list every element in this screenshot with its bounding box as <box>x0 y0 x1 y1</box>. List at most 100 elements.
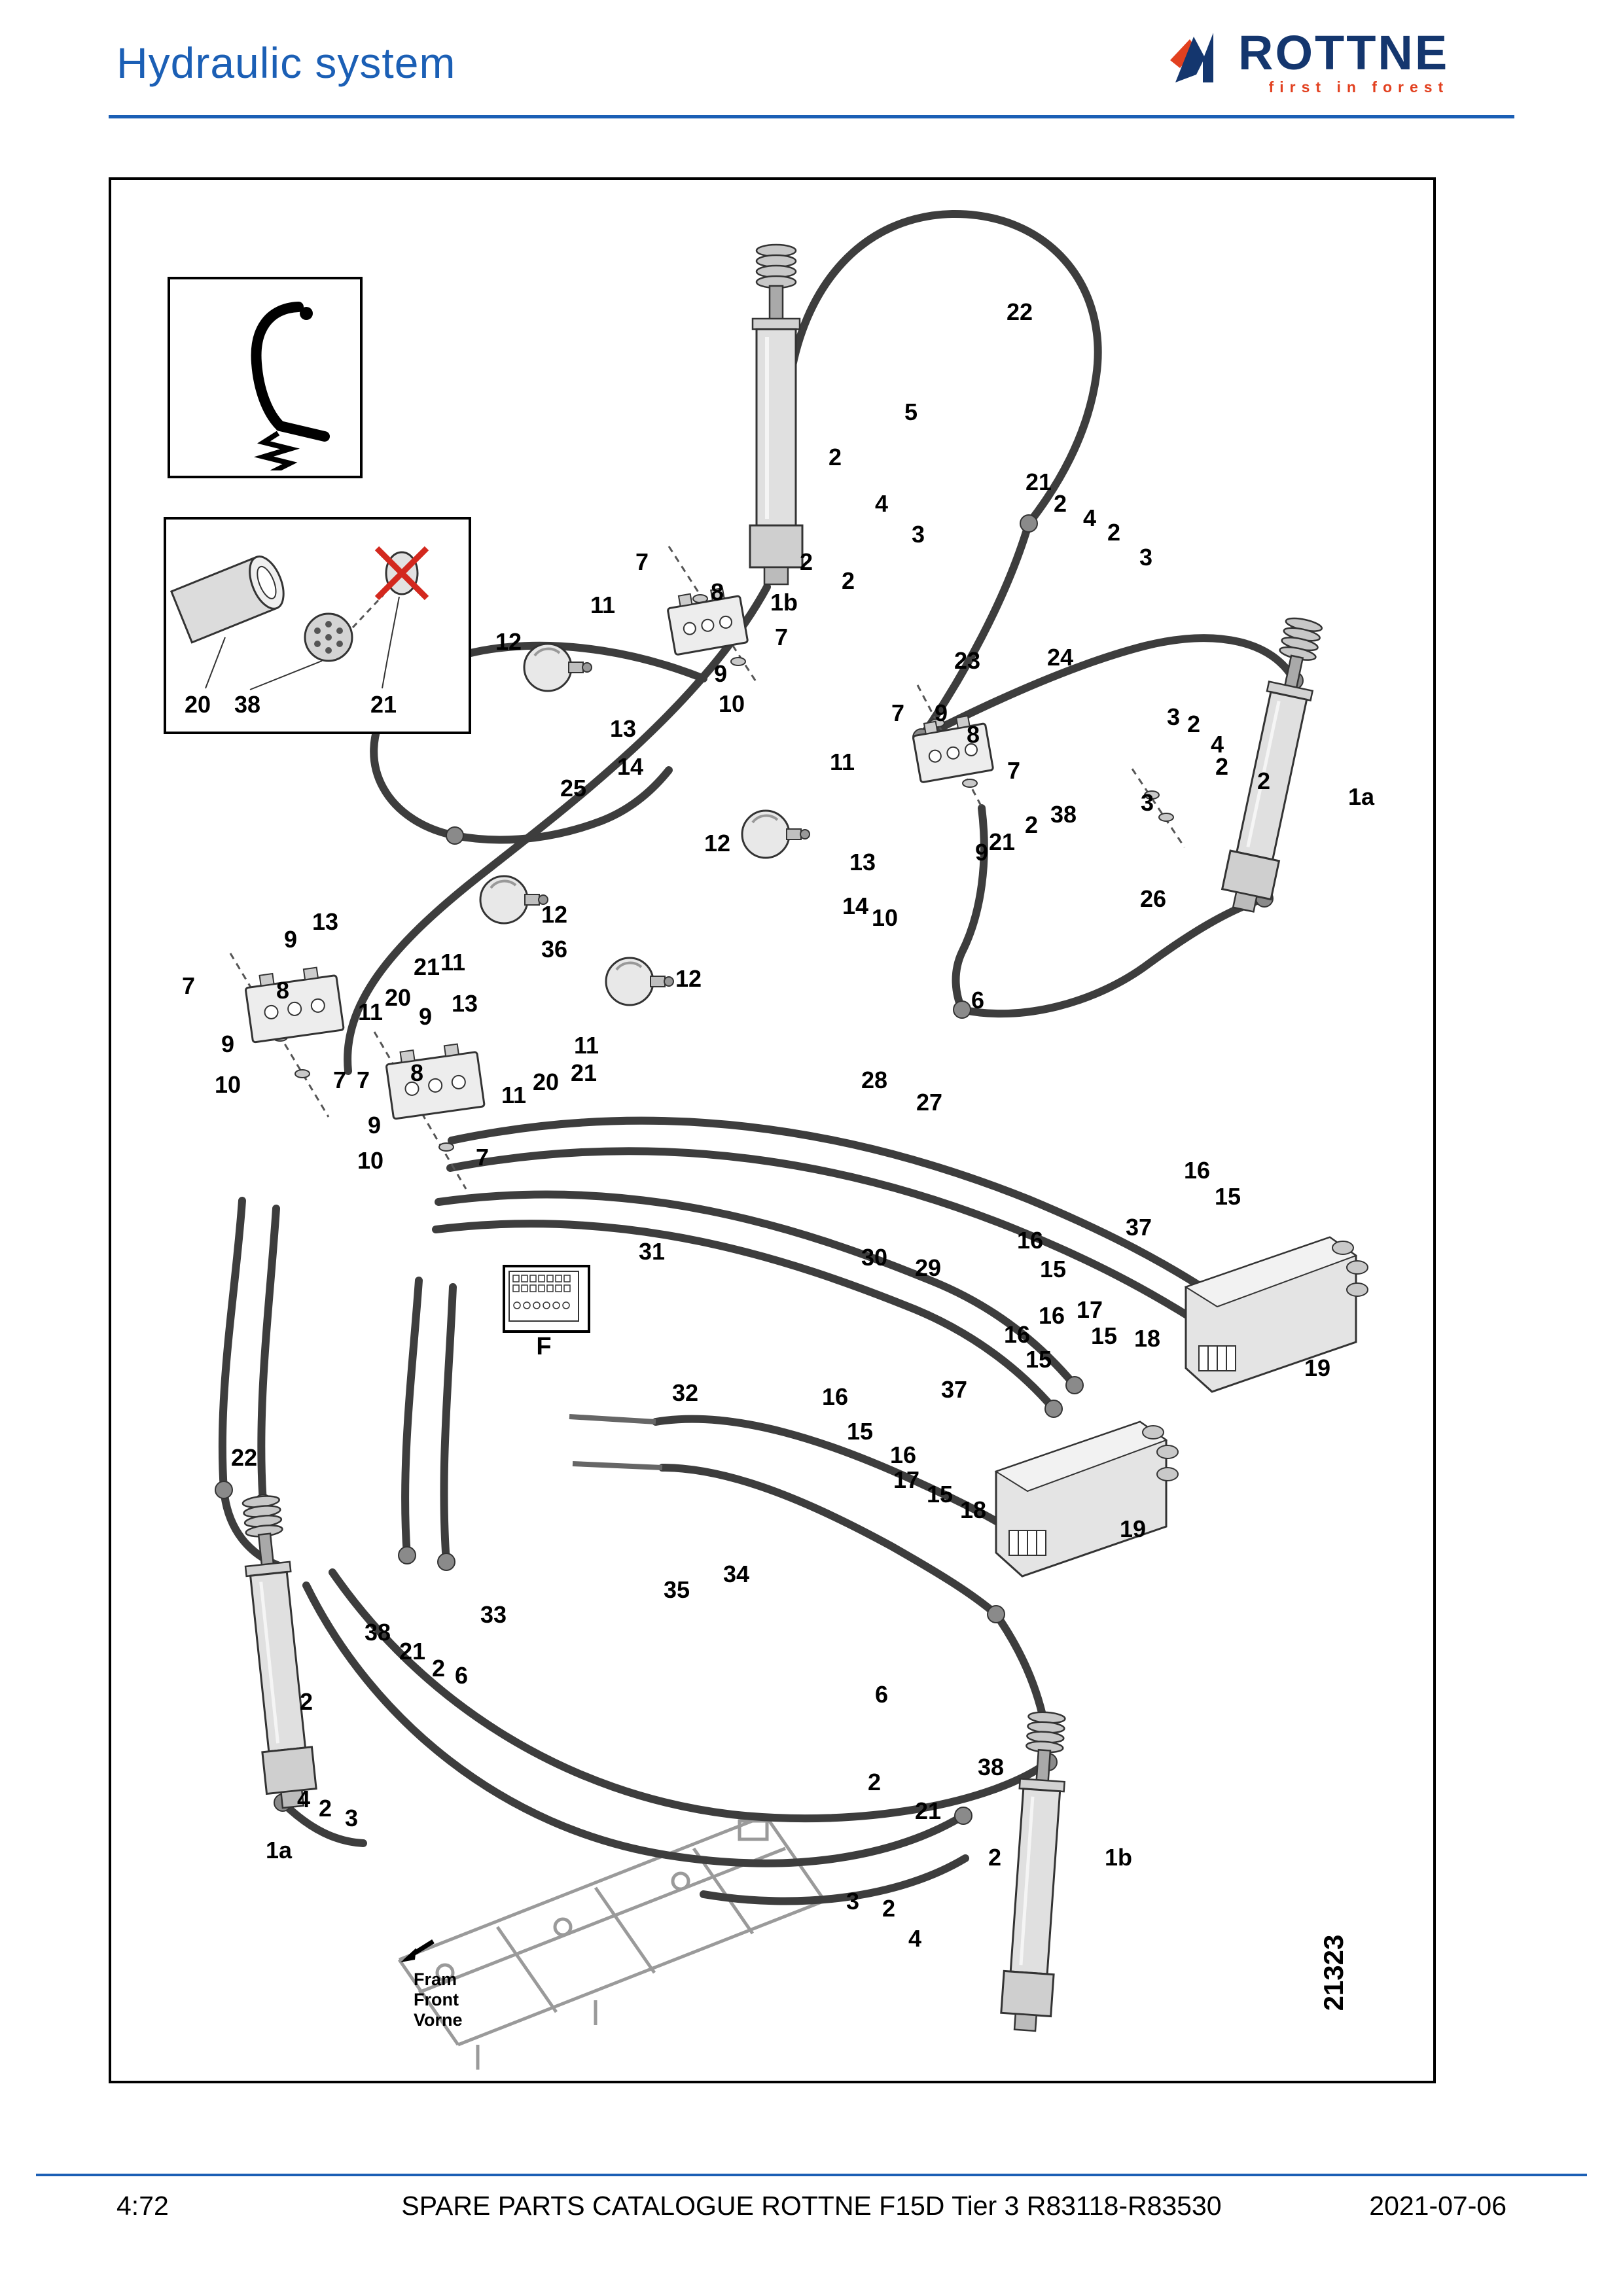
part-callout-15: 15 <box>1025 1346 1052 1373</box>
part-callout-21: 21 <box>570 1059 597 1086</box>
part-callout-9: 9 <box>221 1031 235 1057</box>
part-callout-8: 8 <box>410 1059 424 1086</box>
direction-label-sv: Fram <box>414 1969 457 1989</box>
part-callout-8: 8 <box>276 977 290 1004</box>
seat-icon <box>251 302 330 475</box>
part-callout-30: 30 <box>861 1244 888 1271</box>
part-callout-10: 10 <box>871 904 899 931</box>
part-callout-20: 20 <box>384 984 412 1011</box>
part-callout-15: 15 <box>926 1481 954 1508</box>
front-arrow-icon <box>401 1939 435 1962</box>
part-callout-19: 19 <box>1119 1515 1147 1542</box>
part-callout-38: 38 <box>1050 801 1077 828</box>
part-callout-17: 17 <box>1076 1296 1103 1323</box>
part-callout-15: 15 <box>1090 1322 1118 1349</box>
part-callout-7: 7 <box>774 624 789 650</box>
chassis-frame <box>397 1814 827 2070</box>
part-callout-18: 18 <box>959 1496 987 1523</box>
part-callout-10: 10 <box>214 1071 241 1098</box>
part-callout-23: 23 <box>954 647 981 674</box>
part-callout-13: 13 <box>312 908 339 935</box>
rigid-pipes <box>569 1414 663 1470</box>
part-callout-9: 9 <box>934 699 948 726</box>
part-callout-7: 7 <box>181 972 196 999</box>
part-callout-2: 2 <box>988 1844 1002 1871</box>
part-callout-36: 36 <box>541 936 568 963</box>
figure-number: 21323 <box>1318 1934 1349 2011</box>
valve-blocks <box>245 587 994 1120</box>
part-callout-20: 20 <box>532 1069 560 1095</box>
part-callout-18: 18 <box>1133 1325 1161 1352</box>
part-callout-2: 2 <box>1257 768 1271 794</box>
part-callout-11: 11 <box>501 1082 527 1108</box>
part-callout-17: 17 <box>893 1466 920 1493</box>
part-callout-16: 16 <box>1038 1302 1065 1329</box>
part-callout-37: 37 <box>1125 1214 1152 1241</box>
part-callout-1a: 1a <box>265 1837 293 1863</box>
bushing-parts-art <box>169 546 429 690</box>
direction-label-en: Front <box>414 1990 459 2010</box>
footer-page-number: 4:72 <box>116 2191 169 2221</box>
part-callout-38: 38 <box>977 1754 1005 1780</box>
logo-tagline: first in forest <box>1268 79 1450 96</box>
part-callout-7: 7 <box>356 1067 370 1093</box>
part-callout-15: 15 <box>1214 1183 1241 1210</box>
part-callout-3: 3 <box>911 521 925 548</box>
part-callout-9: 9 <box>283 926 298 953</box>
rottne-logo-icon <box>1169 29 1229 92</box>
footer-date: 2021-07-06 <box>1369 2191 1507 2221</box>
bushing-parts-inset: 20 38 21 <box>164 517 471 734</box>
connector-f-box <box>503 1265 590 1333</box>
part-callout-11: 11 <box>440 949 466 976</box>
rottne-logo: ROTTNE first in forest <box>1169 29 1449 96</box>
part-callout-4: 4 <box>1210 731 1224 758</box>
inset-part-label-38: 38 <box>234 691 261 718</box>
part-callout-16: 16 <box>1003 1321 1031 1348</box>
part-callout-32: 32 <box>671 1379 699 1406</box>
part-callout-9: 9 <box>974 839 989 866</box>
seat-symbol-inset <box>168 277 363 478</box>
hydraulic-diagram-art <box>215 209 1368 2070</box>
part-callout-21: 21 <box>1025 468 1052 495</box>
part-callout-3: 3 <box>1140 789 1154 816</box>
part-callout-13: 13 <box>451 990 478 1017</box>
part-callout-2: 2 <box>841 567 855 594</box>
part-callout-22: 22 <box>1006 298 1033 325</box>
part-callout-2: 2 <box>1107 519 1121 546</box>
part-callout-10: 10 <box>357 1147 384 1174</box>
part-callout-12: 12 <box>541 901 568 928</box>
connector-grid-icon <box>508 1271 579 1322</box>
part-callout-3: 3 <box>1166 703 1181 730</box>
part-callout-1a: 1a <box>1347 783 1375 810</box>
page-title: Hydraulic system <box>116 39 456 87</box>
header-divider <box>109 115 1514 118</box>
part-callout-6: 6 <box>971 987 985 1014</box>
part-callout-5: 5 <box>904 398 918 425</box>
part-callout-34: 34 <box>722 1561 750 1587</box>
hydraulic-cylinder-1a-bottom-left <box>241 1495 317 1809</box>
direction-label-de: Vorne <box>414 2010 463 2030</box>
part-callout-7: 7 <box>332 1067 347 1093</box>
part-callout-12: 12 <box>495 628 522 655</box>
hydraulic-cylinder-1b-bottom-right <box>1000 1711 1066 2032</box>
part-callout-2: 2 <box>799 548 813 575</box>
hydraulic-cylinder-1b-top <box>749 243 804 586</box>
part-callout-3: 3 <box>846 1888 860 1915</box>
part-callout-33: 33 <box>480 1601 507 1628</box>
part-callout-16: 16 <box>889 1441 917 1468</box>
part-callout-21: 21 <box>413 953 440 980</box>
part-callout-3: 3 <box>344 1805 359 1831</box>
part-callout-10: 10 <box>718 690 745 717</box>
part-callout-27: 27 <box>916 1089 943 1116</box>
part-callout-2: 2 <box>1215 753 1229 780</box>
part-callout-14: 14 <box>616 753 644 780</box>
part-callout-8: 8 <box>710 578 724 605</box>
part-callout-15: 15 <box>846 1418 874 1445</box>
part-callout-12: 12 <box>675 965 702 992</box>
part-callout-4: 4 <box>908 1925 922 1952</box>
part-callout-35: 35 <box>663 1576 690 1603</box>
inset-part-label-21: 21 <box>370 691 397 718</box>
valve-manifold-lower <box>994 1421 1179 1578</box>
part-callout-21: 21 <box>914 1797 942 1824</box>
part-callout-22: 22 <box>230 1444 258 1471</box>
